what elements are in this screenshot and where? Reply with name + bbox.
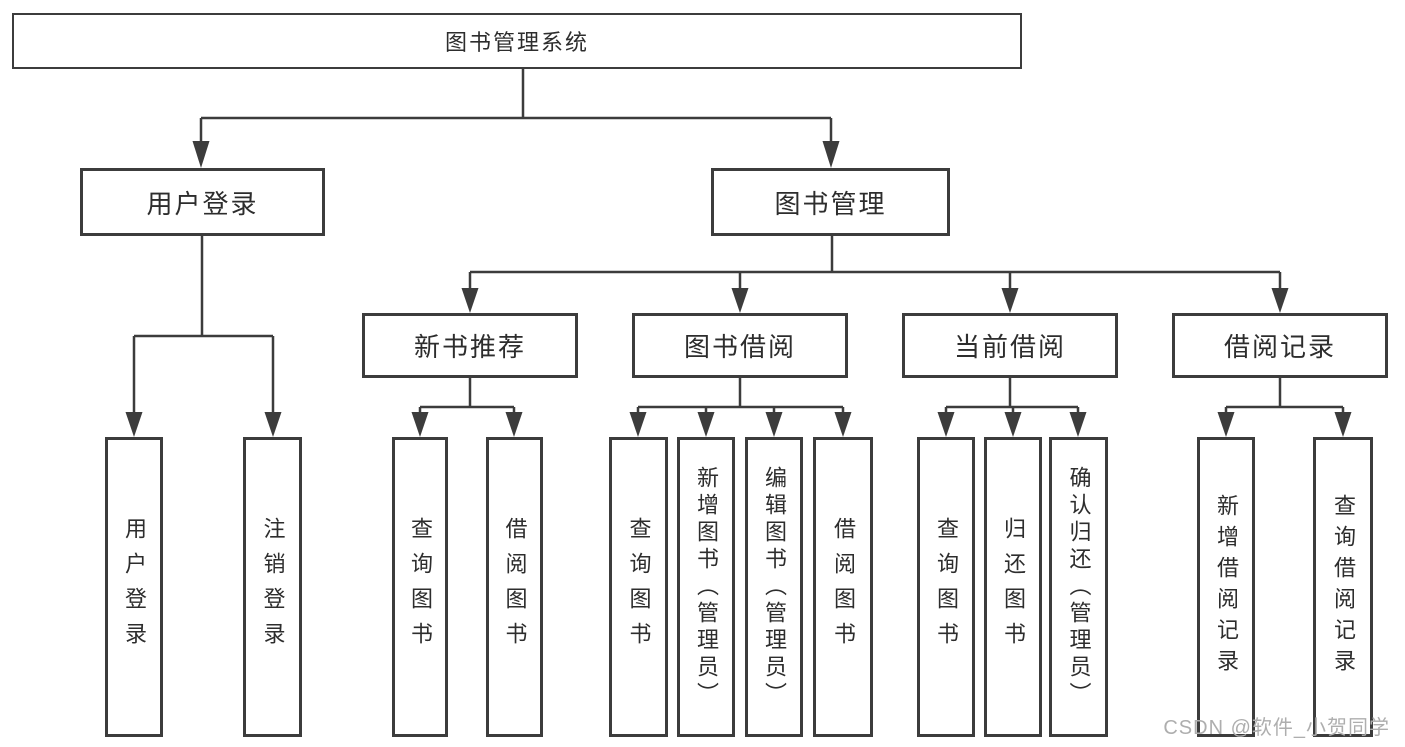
leaf-query-books-current: 查询图书 [917, 437, 975, 737]
leaf-query-books-current-label: 查询图书 [934, 517, 959, 657]
node-borrowing-records-label: 借阅记录 [1223, 332, 1336, 362]
node-new-book-recommend-label: 新书推荐 [413, 332, 526, 362]
connector-borrow-to-leaves [629, 378, 852, 437]
node-root-label: 图书管理系统 [444, 30, 589, 55]
node-user-login-label: 用户登录 [146, 188, 259, 219]
connector-current-to-leaves [937, 378, 1087, 437]
connector-mgmt-to-level3 [461, 236, 1289, 313]
leaf-borrow-books-recommend: 借阅图书 [486, 437, 543, 737]
leaf-confirm-return-admin: 确认归还（管理员） [1049, 437, 1108, 737]
leaf-query-books-borrow-label: 查询图书 [626, 517, 652, 657]
leaf-logout-label: 注销登录 [260, 517, 286, 657]
node-book-borrowing: 图书借阅 [632, 313, 848, 378]
node-book-management-label: 图书管理 [774, 188, 887, 219]
node-current-borrowing-label: 当前借阅 [953, 332, 1066, 362]
connector-newbook-to-leaves [411, 378, 523, 437]
node-book-borrowing-label: 图书借阅 [683, 332, 796, 362]
csdn-watermark: CSDN @软件_小贺同学 [1163, 717, 1390, 739]
leaf-query-borrow-record: 查询借阅记录 [1313, 437, 1373, 737]
node-book-management: 图书管理 [711, 168, 950, 236]
node-current-borrowing: 当前借阅 [902, 313, 1118, 378]
leaf-logout: 注销登录 [243, 437, 302, 737]
node-borrowing-records: 借阅记录 [1172, 313, 1388, 378]
leaf-borrow-books-recommend-label: 借阅图书 [502, 517, 528, 657]
leaf-confirm-return-admin-label: 确认归还（管理员） [1066, 465, 1092, 709]
leaf-add-books-admin-label: 新增图书（管理员） [694, 465, 719, 709]
leaf-user-login: 用户登录 [105, 437, 163, 737]
leaf-query-borrow-record-label: 查询借阅记录 [1331, 494, 1356, 680]
leaf-query-books-recommend-label: 查询图书 [408, 517, 433, 657]
leaf-add-books-admin: 新增图书（管理员） [677, 437, 735, 737]
node-new-book-recommend: 新书推荐 [362, 313, 578, 378]
leaf-user-login-label: 用户登录 [122, 517, 147, 657]
leaf-borrow-books: 借阅图书 [813, 437, 873, 737]
leaf-add-borrow-record: 新增借阅记录 [1197, 437, 1255, 737]
leaf-add-borrow-record-label: 新增借阅记录 [1214, 494, 1239, 680]
leaf-edit-books-admin: 编辑图书（管理员） [745, 437, 803, 737]
leaf-query-books-borrow: 查询图书 [609, 437, 668, 737]
node-root-library-system: 图书管理系统 [12, 13, 1022, 69]
connector-root-to-level2 [192, 69, 840, 168]
leaf-query-books-recommend: 查询图书 [392, 437, 448, 737]
node-user-login: 用户登录 [80, 168, 325, 236]
connector-records-to-leaves [1217, 378, 1352, 437]
leaf-borrow-books-label: 借阅图书 [831, 517, 856, 657]
leaf-return-books: 归还图书 [984, 437, 1042, 737]
leaf-return-books-label: 归还图书 [1001, 517, 1026, 657]
leaf-edit-books-admin-label: 编辑图书（管理员） [762, 465, 787, 709]
connector-login-to-leaves [125, 236, 282, 437]
